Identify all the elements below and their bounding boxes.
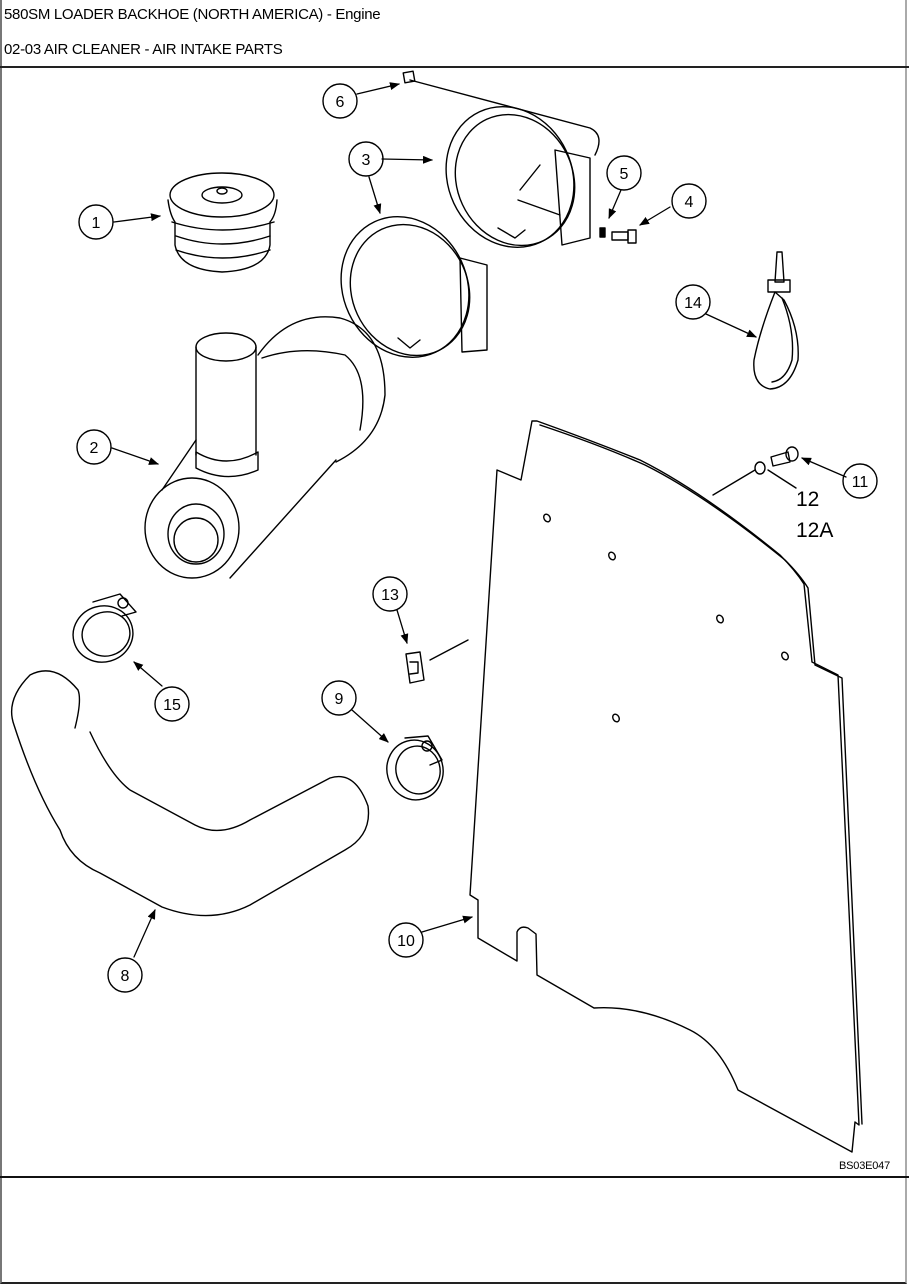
part-1-cap <box>167 172 278 273</box>
callout-6[interactable]: 6 <box>322 83 358 119</box>
footer-area <box>0 1176 909 1284</box>
part-15-hose-clamp <box>72 593 137 663</box>
svg-text:9: 9 <box>335 691 344 708</box>
part-3-band-upper <box>409 79 600 249</box>
callout-12[interactable]: 12 <box>796 488 819 511</box>
leader-9 <box>351 709 389 743</box>
svg-text:10: 10 <box>397 933 415 950</box>
figure-id: BS03E047 <box>839 1160 890 1172</box>
leader-2 <box>111 447 159 465</box>
part-11-bolt <box>770 446 799 467</box>
callout-1[interactable]: 1 <box>78 204 114 240</box>
header: 580SM LOADER BACKHOE (NORTH AMERICA) - E… <box>0 0 909 68</box>
callout-5[interactable]: 5 <box>606 155 642 191</box>
svg-text:4: 4 <box>685 194 694 211</box>
callout-15[interactable]: 15 <box>154 686 190 722</box>
callout-11[interactable]: 11 <box>842 463 878 499</box>
part-5-washer <box>599 227 606 238</box>
callout-8[interactable]: 8 <box>107 957 143 993</box>
callout-10[interactable]: 10 <box>388 922 424 958</box>
part-14-cable-tie <box>753 251 799 390</box>
leader-11 <box>801 457 847 478</box>
svg-text:2: 2 <box>90 440 99 457</box>
svg-text:6: 6 <box>336 94 345 111</box>
svg-text:5: 5 <box>620 166 629 183</box>
leader-line-12 <box>712 469 756 496</box>
leader-line-12-label <box>767 469 797 489</box>
part-10-shield-panel <box>469 420 863 1153</box>
svg-text:13: 13 <box>381 587 399 604</box>
callout-14[interactable]: 14 <box>675 284 711 320</box>
callout-12a[interactable]: 12A <box>796 519 833 542</box>
section-title: 02-03 AIR CLEANER - AIR INTAKE PARTS <box>4 41 283 58</box>
leader-1 <box>113 213 161 223</box>
svg-text:3: 3 <box>362 152 371 169</box>
callout-4[interactable]: 4 <box>671 183 707 219</box>
svg-text:8: 8 <box>121 968 130 985</box>
part-6-nut <box>402 70 416 84</box>
callout-13[interactable]: 13 <box>372 576 408 612</box>
part-2-housing <box>144 316 386 579</box>
leader-6 <box>356 82 400 95</box>
part-9-hose-clamp <box>386 735 444 801</box>
callout-9[interactable]: 9 <box>321 680 357 716</box>
part-12-nut <box>754 461 766 475</box>
svg-text:14: 14 <box>684 295 702 312</box>
callout-3[interactable]: 3 <box>348 141 384 177</box>
leader-15 <box>133 661 163 687</box>
page-title: 580SM LOADER BACKHOE (NORTH AMERICA) - E… <box>4 6 381 23</box>
leader-3a <box>381 155 433 164</box>
leader-14 <box>705 313 757 338</box>
svg-text:11: 11 <box>852 474 869 491</box>
leader-5 <box>608 189 622 219</box>
callout-2[interactable]: 2 <box>76 429 112 465</box>
parts-diagram: 1 2 3 4 5 6 8 9 10 11 13 14 15 12 12A <box>0 68 909 1178</box>
leader-4 <box>639 206 671 226</box>
leader-10 <box>421 915 473 933</box>
leader-13 <box>396 609 409 644</box>
part-8-intake-hose <box>10 670 370 917</box>
part-3-band-lower <box>340 215 488 359</box>
part-13-clip <box>405 639 469 684</box>
svg-text:1: 1 <box>92 215 101 232</box>
leader-8 <box>133 909 156 958</box>
part-4-bolt <box>611 229 637 244</box>
leader-3b <box>368 176 382 214</box>
svg-text:15: 15 <box>163 697 181 714</box>
